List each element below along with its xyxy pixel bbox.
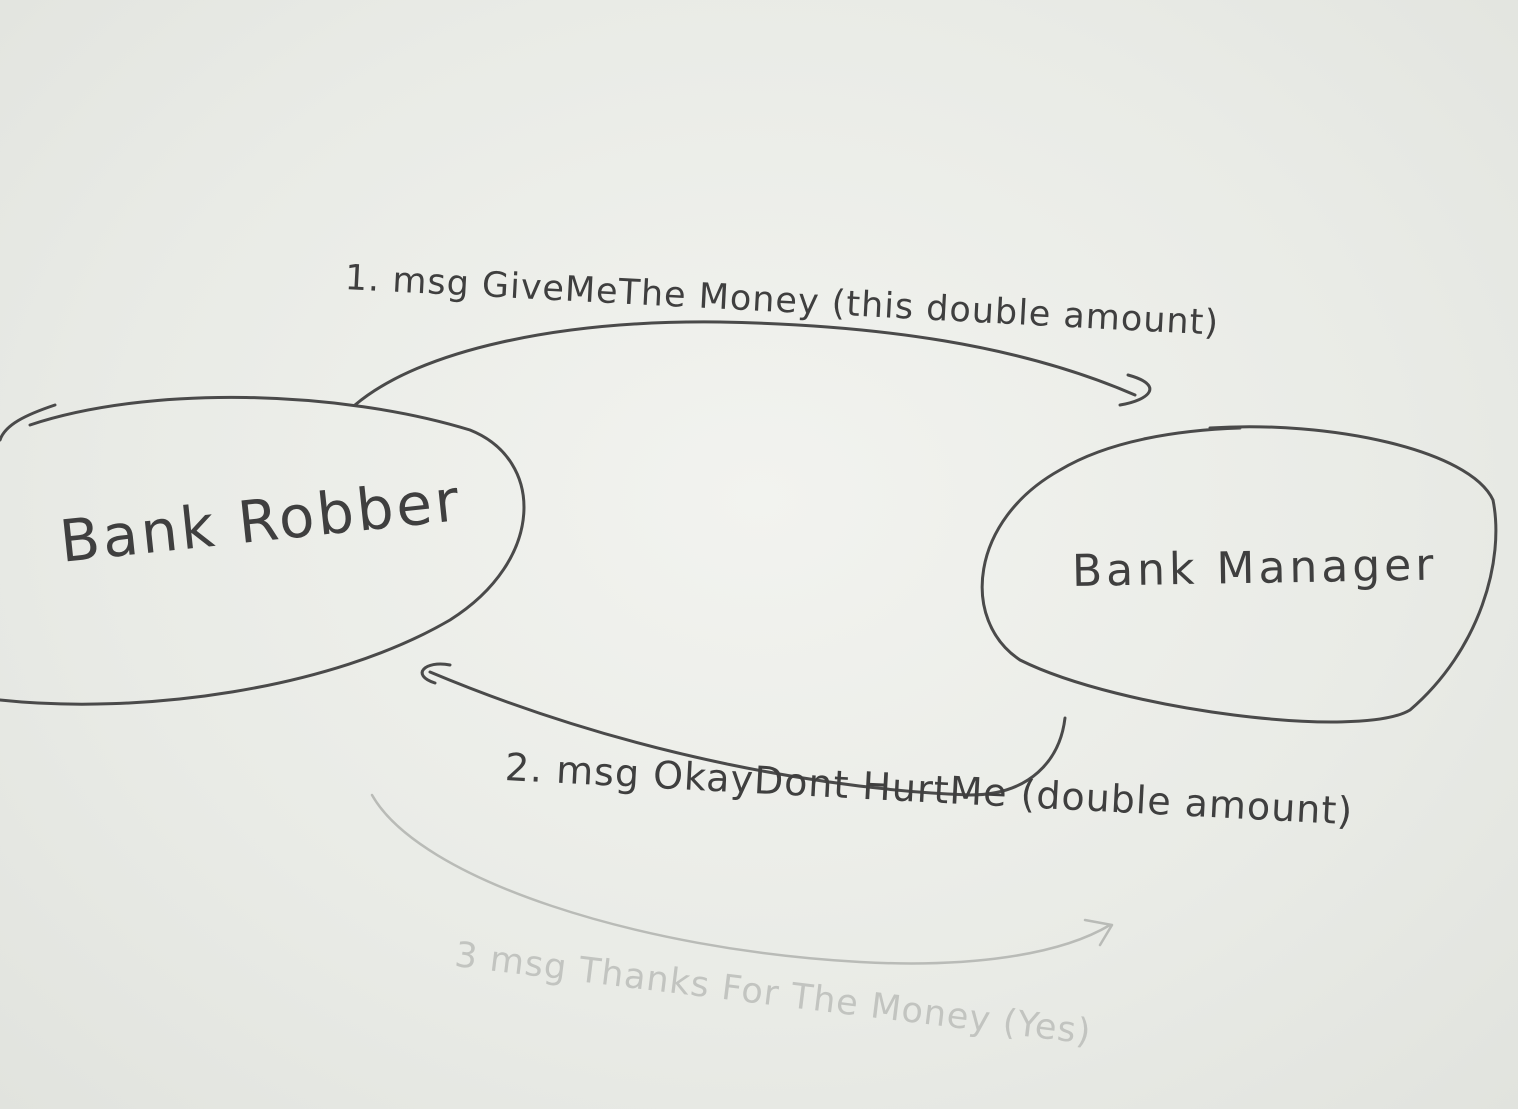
message-2-arrow [428,670,1067,797]
message-1-arrow [353,320,1137,407]
manager-node-label: Bank Manager [1071,539,1438,597]
message-3-arrowhead [1083,918,1114,947]
message-3-arrow [370,793,1112,965]
message-2-arrowhead [420,662,452,685]
message-1-arrowhead [1118,373,1152,407]
robber-node-outline [0,395,526,706]
manager-node-outline [980,425,1498,724]
